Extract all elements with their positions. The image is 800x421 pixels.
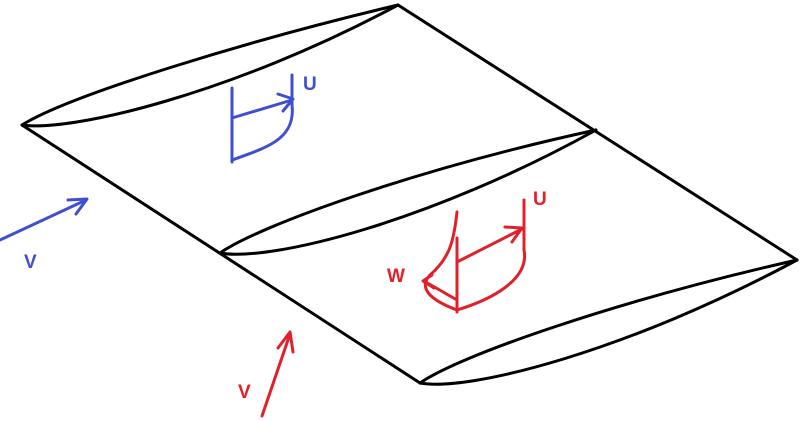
red-profile-streamwise-arrowhead	[503, 225, 524, 244]
blue-freestream-arrowhead	[66, 197, 89, 216]
blue-velocity-profile: U	[230, 73, 317, 164]
airfoil-section-bottom	[418, 258, 799, 385]
red-freestream-arrowhead	[276, 330, 295, 354]
airfoil-section-middle	[218, 128, 598, 255]
red-profile-curve	[455, 198, 527, 312]
red-crossflow-arrowhead	[421, 273, 436, 290]
blue-freestream-shaft	[0, 198, 88, 242]
blue-profile-label-u: U	[303, 74, 317, 95]
airfoil-section-top	[20, 3, 400, 127]
wing-outline	[20, 3, 799, 386]
red-freestream-arrow: V	[238, 330, 295, 418]
red-crossflow-label-w: W	[387, 266, 405, 287]
blue-profile-baseline	[230, 98, 294, 120]
blue-freestream-label-v: V	[24, 252, 37, 273]
red-profile-label-u: U	[533, 189, 547, 210]
red-velocity-profile: U W	[387, 189, 547, 314]
red-profile-streamwise	[455, 227, 524, 264]
airfoil-section-middle-lower	[218, 128, 598, 256]
airfoil-section-bottom-lower	[418, 258, 799, 386]
blue-freestream-arrow: V	[0, 197, 89, 273]
red-freestream-shaft	[260, 332, 292, 418]
airfoil-section-top-lower	[20, 3, 400, 128]
blue-profile-curve	[230, 73, 294, 162]
red-crossflow-curve	[423, 210, 459, 312]
wing-right-edge	[396, 3, 799, 262]
red-freestream-label-v: V	[238, 382, 251, 403]
